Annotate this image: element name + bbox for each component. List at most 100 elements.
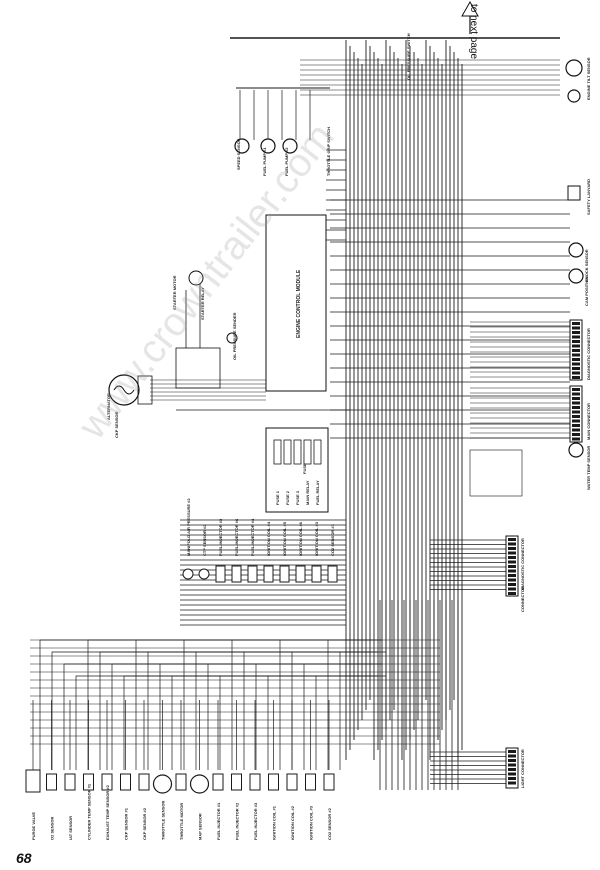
connector-pin	[508, 560, 516, 564]
diagnostic-connector-icon	[569, 319, 583, 381]
bottom-component-label: MAP SENSOR	[198, 813, 203, 840]
fuse-slot	[293, 439, 302, 465]
connector-pin	[572, 326, 580, 330]
connector-pin	[572, 322, 580, 325]
connector-pin	[508, 592, 516, 595]
next-page-arrow-icon	[461, 0, 479, 34]
next-page-label: to next page	[468, 4, 479, 60]
right-component-label: KNOCK SENSOR	[584, 249, 589, 282]
connector-pin	[508, 574, 516, 577]
bottom-component-label: CYLINDER TEMP SENSOR #1	[87, 783, 92, 840]
middle-component: IGNITION COIL #4	[263, 521, 274, 583]
wire	[75, 675, 362, 770]
connector-pin	[508, 587, 516, 591]
connector-pin	[572, 331, 580, 334]
fuse-slot	[313, 439, 322, 465]
connector-pin	[508, 569, 516, 573]
middle-component-label: IGNITION COIL #5	[282, 521, 287, 556]
bottom-component: FUEL INJECTOR #2	[231, 773, 242, 840]
wire	[219, 675, 370, 770]
connector-pin	[572, 397, 580, 400]
wire-harness	[30, 37, 570, 790]
engine-control-module: ENGINE CONTROL MODULE	[265, 214, 327, 392]
wire	[39, 639, 350, 770]
top-component-label: OIL PRESSURE SENDER	[232, 312, 237, 360]
bottom-component: FUEL INJECTOR #3	[249, 773, 261, 840]
connector-label: CONNECTOR	[520, 586, 525, 612]
wire	[231, 639, 374, 770]
connector-pin	[508, 781, 516, 785]
bottom-component: O2 SENSOR	[46, 773, 57, 840]
bottom-component-label: FUEL INJECTOR #3	[253, 802, 258, 840]
wire	[327, 639, 366, 770]
fuel-pump-2-icon	[282, 138, 298, 154]
fuse-label: MAIN RELAY	[305, 480, 310, 505]
connector-pin	[572, 353, 580, 357]
bottom-component: FUEL INJECTOR #1	[212, 773, 224, 840]
bottom-component: THROTTLE MOTOR	[175, 773, 187, 840]
connector-pin	[508, 768, 516, 771]
knock-sensor-icon	[568, 242, 584, 258]
bottom-component: IGNITION COIL #1	[268, 773, 279, 840]
right-component-label: SAFETY LANYARD	[586, 179, 591, 215]
fuse-slot	[303, 439, 312, 465]
connector-label: DIAGNOSTIC CONNECTOR	[520, 538, 525, 590]
connector-pin	[572, 410, 580, 414]
bottom-component-label: IGNITION COIL #1	[272, 805, 277, 840]
relay-icon	[175, 347, 221, 389]
fuse-label: FUSE 3	[295, 490, 300, 505]
right-component-label: ENGINE TILT SENSOR	[586, 57, 591, 100]
wire	[315, 675, 362, 770]
connector-pin	[572, 406, 580, 409]
bottom-component: EXHAUST TEMP SENSOR #2	[101, 773, 113, 840]
middle-component-label: CO2 SENSOR #1	[330, 523, 335, 556]
wire	[87, 639, 366, 770]
wire	[99, 651, 370, 770]
wire	[267, 675, 386, 770]
middle-component: CTP SENSOR #2	[198, 524, 210, 580]
middle-component-label: IGNITION COIL #6	[298, 521, 303, 556]
middle-component: FUEL INJECTOR #6	[231, 518, 242, 583]
middle-component: FUEL INJECTOR #4	[247, 518, 258, 583]
middle-component-label: IGNITION COIL #4	[266, 521, 271, 556]
connector-pin	[508, 754, 516, 758]
connector-pin	[572, 401, 580, 405]
connector-pin	[572, 344, 580, 348]
connector-pin	[572, 433, 580, 436]
bottom-component-label: IGNITION COIL #2	[290, 805, 295, 840]
fuse-slot	[283, 439, 292, 465]
wire	[135, 639, 382, 770]
bottom-component: THROTTLE SENSOR	[152, 774, 173, 840]
bottom-component: MAP SENSOR	[189, 774, 210, 840]
connector-pin	[508, 551, 516, 555]
connector-pin	[572, 349, 580, 352]
connector-pin	[572, 428, 580, 432]
middle-component: FUEL INJECTOR #5	[215, 518, 226, 583]
connector-pin	[572, 424, 580, 427]
connector-pin	[572, 358, 580, 361]
connector-pin	[572, 392, 580, 396]
page-number: 68	[16, 850, 32, 866]
top-component-label: THROTTLE GRIP SWITCH	[326, 127, 331, 176]
oil-pressure-sender-icon	[226, 332, 238, 344]
wire	[51, 651, 354, 770]
bottom-component-label: PURGE VALVE	[31, 812, 36, 840]
connector-pin	[508, 542, 516, 546]
starter-motor-icon	[188, 270, 204, 286]
bottom-component-label: IAT SENSOR	[68, 816, 73, 840]
ecm-label: ENGINE CONTROL MODULE	[296, 269, 302, 338]
alternator-icon	[108, 374, 153, 406]
bottom-component: CKP SENSOR #1	[120, 773, 131, 840]
main-connector-icon	[569, 385, 583, 443]
connector-pin	[508, 547, 516, 550]
top-component-label: FUEL PUMP #2	[284, 147, 289, 176]
bottom-component-label: IGNITION COIL #3	[309, 805, 314, 840]
middle-component-label: FUEL INJECTOR #5	[218, 518, 223, 556]
engine-tilt-sensor-icon	[565, 59, 583, 77]
connector-pin	[572, 388, 580, 391]
bottom-component: CYLINDER TEMP SENSOR #1	[83, 773, 94, 840]
wire	[279, 639, 350, 770]
